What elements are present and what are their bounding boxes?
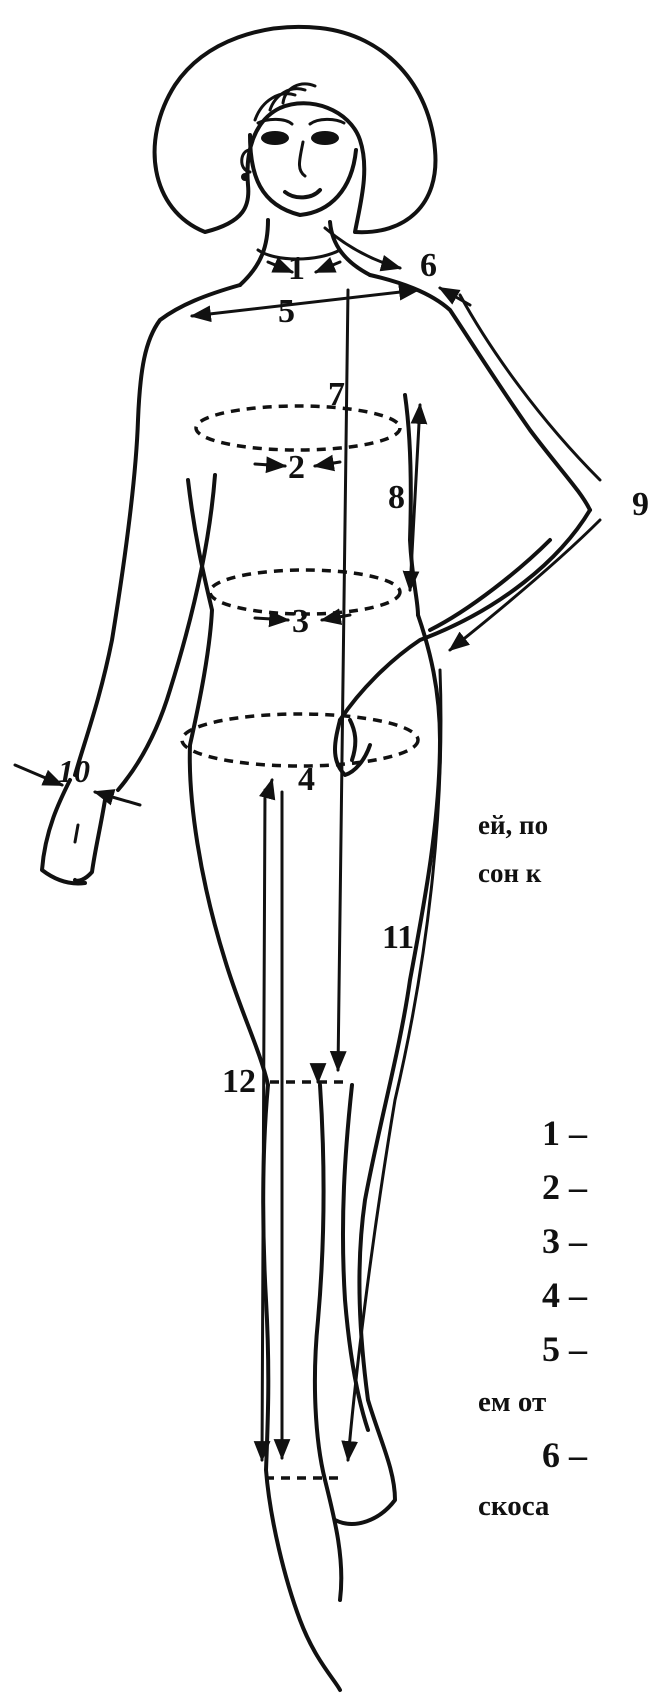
- legend-item-3: 3 –: [542, 1220, 587, 1262]
- legend-item-2: 2 –: [542, 1166, 587, 1208]
- torso-left-outline: [75, 285, 240, 775]
- hair-outline: [155, 27, 436, 232]
- torso-right-outline: [370, 275, 590, 510]
- side-text-line-1: ей, по: [478, 810, 548, 841]
- bust-girth-ellipse: [196, 406, 400, 450]
- label-4: 4: [298, 761, 315, 798]
- legend-item-1: 1 –: [542, 1112, 587, 1154]
- hip-girth-ellipse: [182, 714, 418, 766]
- label-8: 8: [388, 479, 405, 516]
- brows: [258, 119, 344, 124]
- label-7: 7: [328, 376, 345, 413]
- label-3: 3: [292, 603, 309, 640]
- legend-item-5: 5 –: [542, 1328, 587, 1370]
- label-12: 12: [222, 1063, 256, 1100]
- left-eye: [261, 131, 289, 145]
- hip-right-outline: [335, 615, 440, 1524]
- mouth: [285, 190, 320, 197]
- right-hand: [335, 720, 370, 775]
- label-6: 6: [420, 247, 437, 284]
- label-2: 2: [288, 449, 305, 486]
- right-eye: [311, 131, 339, 145]
- legend-line-a: ем от: [478, 1386, 546, 1419]
- legend-item-4: 4 –: [542, 1274, 587, 1316]
- right-arm: [340, 510, 590, 720]
- legend-line-b: скоса: [478, 1490, 549, 1523]
- label-10: 10: [58, 753, 90, 789]
- label-9: 9: [632, 486, 649, 523]
- label-5: 5: [278, 293, 295, 330]
- left-arm: [118, 475, 215, 790]
- label-11: 11: [382, 919, 414, 956]
- legend-item-6: 6 –: [542, 1434, 587, 1476]
- leg-left-outline: [263, 1085, 340, 1690]
- left-hand: [42, 780, 105, 883]
- label-1: 1: [288, 250, 305, 287]
- nose: [299, 142, 305, 176]
- side-text-line-2: сон к: [478, 858, 541, 889]
